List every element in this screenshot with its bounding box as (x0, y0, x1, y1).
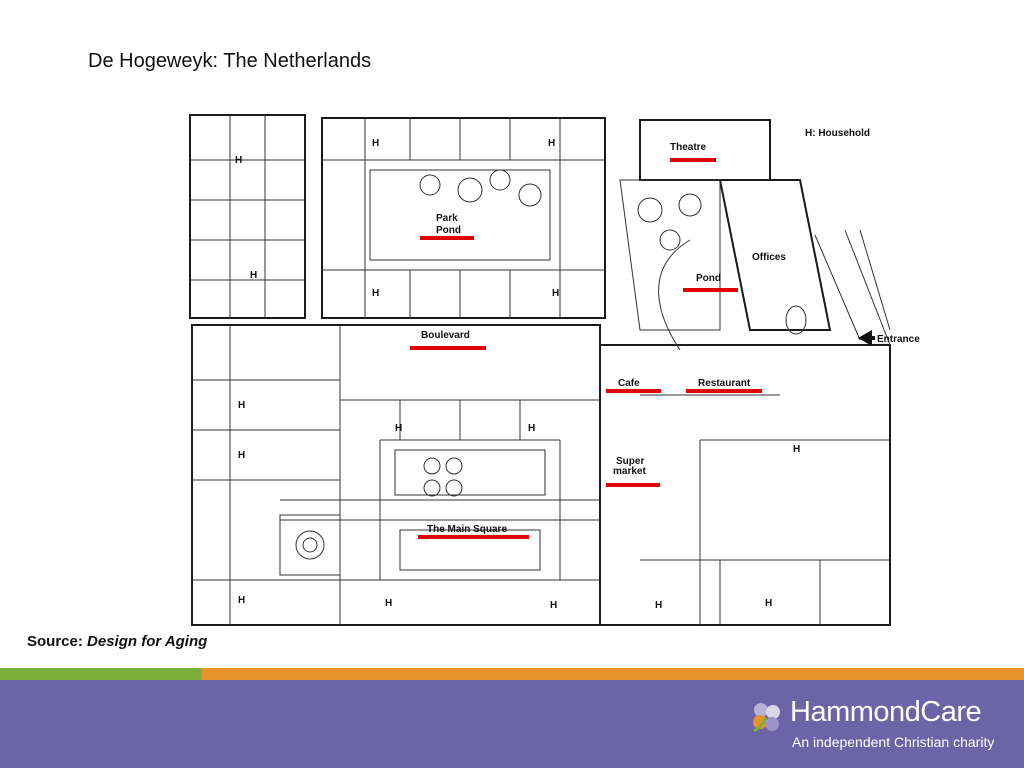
household-marker: H (385, 598, 392, 609)
brand-tagline: An independent Christian charity (792, 734, 995, 750)
building-outline-west (189, 114, 306, 319)
source-title: Design for Aging (87, 633, 208, 650)
underline-theatre (670, 158, 716, 162)
brand-logo-block: HammondCare An independent Christian cha… (748, 694, 1018, 754)
household-marker: H (793, 444, 800, 455)
household-marker: H (550, 600, 557, 611)
entrance-arrow-icon (858, 330, 875, 346)
highlight-underlines (410, 158, 762, 539)
label-boulevard: Boulevard (421, 330, 470, 341)
label-cafe: Cafe (618, 378, 640, 389)
underline-restaurant (686, 389, 762, 393)
underline-boulevard (410, 346, 486, 350)
household-legend: H: Household (805, 128, 870, 139)
brand-name: HammondCare (790, 696, 982, 728)
underline-cafe (606, 389, 661, 393)
label-park: Park (436, 213, 458, 224)
household-marker: H (250, 270, 257, 281)
label-pond: Pond (696, 273, 721, 284)
label-offices: Offices (752, 252, 786, 263)
label-restaurant: Restaurant (698, 378, 751, 389)
label-park-pond: Pond (436, 225, 461, 236)
household-marker: H (395, 423, 402, 434)
footer-bar (0, 668, 1024, 768)
household-marker: H (238, 595, 245, 606)
household-marker: H (552, 288, 559, 299)
label-entrance: Entrance (877, 334, 920, 345)
source-label: Source: (27, 633, 83, 650)
slide-title: De Hogeweyk: The Netherlands (88, 50, 372, 72)
footer-purple-band (0, 680, 1024, 768)
household-marker: H (528, 423, 535, 434)
household-marker: H (765, 598, 772, 609)
footer-orange-stripe (202, 668, 1024, 680)
household-marker: H (548, 138, 555, 149)
label-market: market (613, 466, 646, 477)
flower-logo-icon (753, 703, 780, 733)
underline-supermarket (606, 483, 660, 487)
household-marker: H (372, 288, 379, 299)
household-marker: H (238, 450, 245, 461)
label-super: Super (616, 456, 644, 467)
underline-main-square (418, 535, 529, 539)
label-theatre: Theatre (670, 142, 707, 153)
household-marker: H (235, 155, 242, 166)
household-marker: H (372, 138, 379, 149)
household-marker: H (655, 600, 662, 611)
label-main-square: The Main Square (427, 524, 507, 535)
footer-green-stripe (0, 668, 202, 680)
underline-pond (683, 288, 738, 292)
building-outline-offices (718, 179, 832, 331)
floor-plan: H H H H H H H H H H H H H H H H Theatre … (189, 114, 920, 626)
household-marker: H (238, 400, 245, 411)
source-citation: Source: Design for Aging (27, 633, 207, 650)
building-outline-north (321, 117, 606, 319)
building-outline-east (599, 344, 891, 626)
underline-park-pond (420, 236, 474, 240)
